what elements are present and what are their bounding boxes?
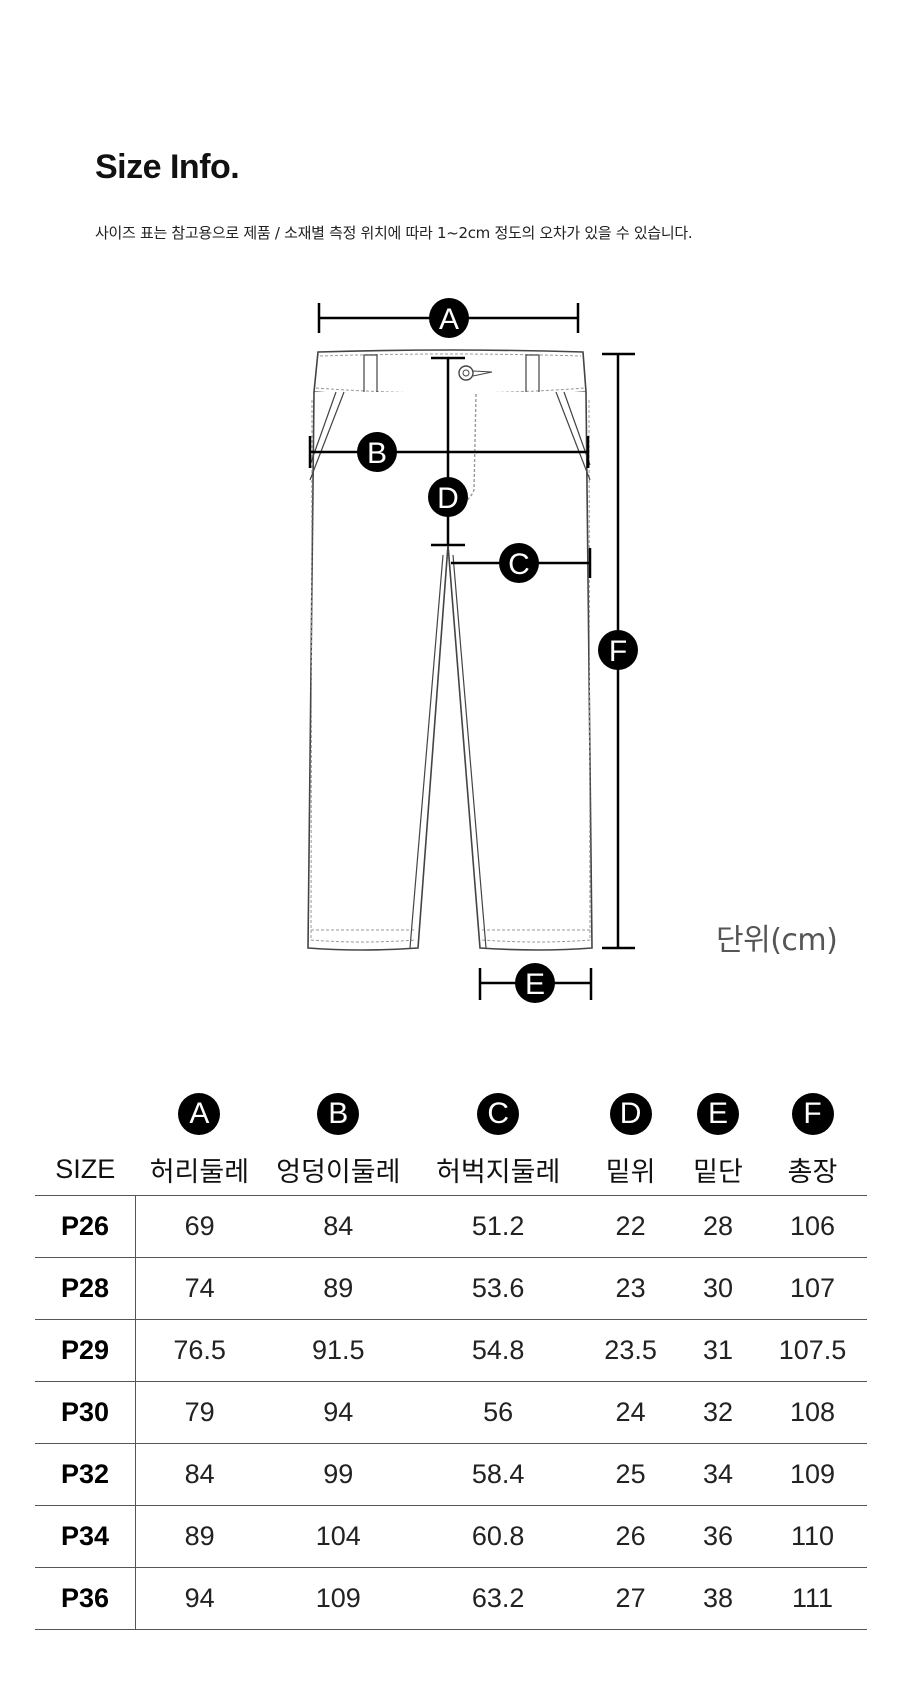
measurement-cell: 108 [758,1381,867,1444]
size-cell: P26 [35,1195,136,1258]
measurement-cell: 58.4 [413,1443,584,1506]
measurement-cell: 28 [678,1195,758,1258]
svg-text:A: A [439,303,459,336]
measurement-cell: 23 [583,1257,679,1320]
measurement-cell: 79 [135,1381,264,1444]
size-cell: P34 [35,1505,136,1568]
measurement-cell: 94 [135,1567,264,1630]
measurement-cell: 99 [263,1443,414,1506]
measurement-cell: 38 [678,1567,758,1630]
svg-text:D: D [437,482,459,515]
measurement-cell: 25 [583,1443,679,1506]
svg-text:B: B [367,437,387,470]
badge-b: B [357,432,397,472]
svg-text:E: E [525,968,545,1001]
measurement-cell: 27 [583,1567,679,1630]
badge-b: B [317,1093,360,1135]
measurement-cell: 53.6 [413,1257,584,1320]
measurement-cell: 107.5 [758,1319,867,1382]
badge-c: C [477,1093,520,1135]
pants-measurement-diagram: A B C D E F [307,298,638,1003]
column-header: 총장 [758,1143,867,1196]
pants-outline [307,349,593,951]
svg-text:F: F [609,635,627,668]
badge-e: E [515,963,555,1003]
column-header: 엉덩이둘레 [263,1143,414,1196]
measurement-cell: 69 [135,1195,264,1258]
column-header: 허리둘레 [135,1143,264,1196]
measurement-cell: 63.2 [413,1567,584,1630]
badge-row: A B C D E F [35,1085,867,1143]
measurement-cell: 109 [758,1443,867,1506]
measurement-badges: A B C D E F [357,298,638,1003]
measurement-cell: 94 [263,1381,414,1444]
measurement-cell: 32 [678,1381,758,1444]
measurement-cell: 31 [678,1319,758,1382]
column-header: 밑위 [583,1143,679,1196]
badge-f: F [598,630,638,670]
measurement-cell: 84 [135,1443,264,1506]
badge-e: E [697,1093,740,1135]
badge-c: C [499,543,539,583]
measurement-cell: 34 [678,1443,758,1506]
measurement-cell: 30 [678,1257,758,1320]
size-disclaimer: 사이즈 표는 참고용으로 제품 / 소재별 측정 위치에 따라 1~2cm 정도… [95,224,693,242]
badge-a: A [178,1093,221,1135]
badge-a: A [429,298,469,338]
size-cell: P28 [35,1257,136,1320]
column-header: SIZE [35,1143,136,1196]
badge-d: D [428,477,468,517]
measurement-cell: 36 [678,1505,758,1568]
measurement-cell: 60.8 [413,1505,584,1568]
measurement-cell: 23.5 [583,1319,679,1382]
unit-label: 단위(cm) [716,923,838,958]
measurement-cell: 91.5 [263,1319,414,1382]
measurement-cell: 26 [583,1505,679,1568]
measurement-cell: 74 [135,1257,264,1320]
measurement-cell: 22 [583,1195,679,1258]
svg-text:C: C [508,548,530,581]
measurement-cell: 24 [583,1381,679,1444]
measurement-cell: 104 [263,1505,414,1568]
measurement-cell: 110 [758,1505,867,1568]
badge-d: D [609,1093,652,1135]
page-title: Size Info. [95,148,240,186]
measurement-cell: 54.8 [413,1319,584,1382]
measurement-cell: 109 [263,1567,414,1630]
size-cell: P32 [35,1443,136,1506]
measurement-cell: 51.2 [413,1195,584,1258]
measurement-cell: 56 [413,1381,584,1444]
badge-f: F [791,1093,834,1135]
column-header: 밑단 [678,1143,758,1196]
measurement-cell: 107 [758,1257,867,1320]
measurement-cell: 89 [135,1505,264,1568]
measurement-cell: 76.5 [135,1319,264,1382]
size-cell: P30 [35,1381,136,1444]
measurement-cell: 111 [758,1567,867,1630]
size-cell: P29 [35,1319,136,1382]
column-header: 허벅지둘레 [413,1143,584,1196]
measurement-cell: 106 [758,1195,867,1258]
measurement-cell: 84 [263,1195,414,1258]
measurement-cell: 89 [263,1257,414,1320]
size-cell: P36 [35,1567,136,1630]
